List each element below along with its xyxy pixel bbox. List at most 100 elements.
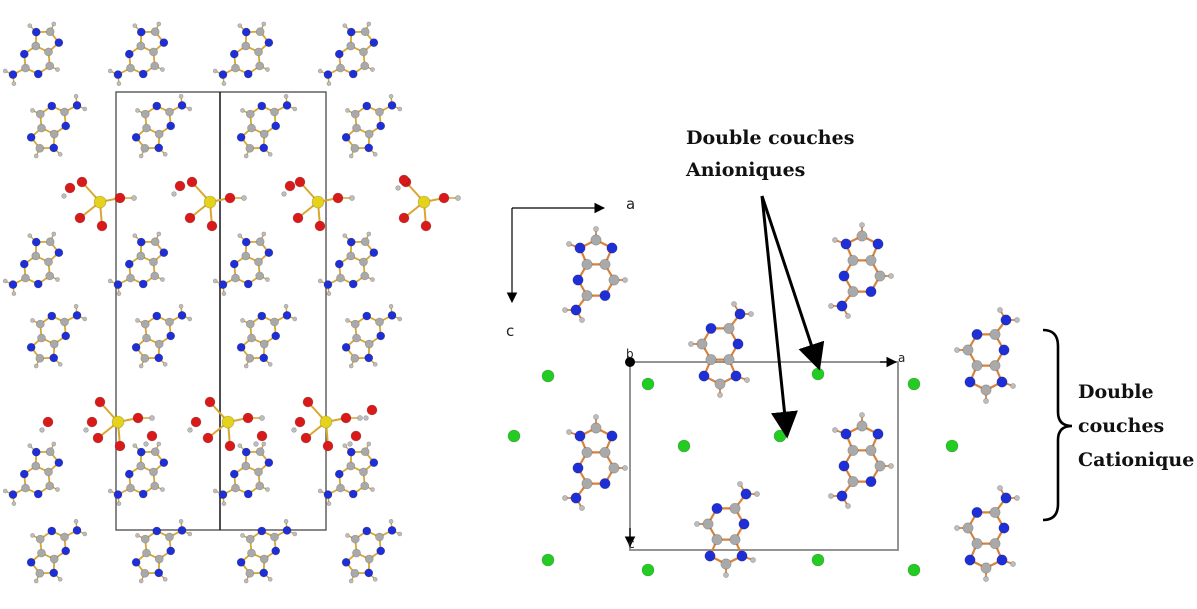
- carbon-atom: [980, 384, 992, 396]
- hydrogen-atom: [243, 153, 249, 159]
- carbon-atom: [45, 237, 55, 247]
- carbon-atom: [150, 61, 160, 71]
- cation-molecule: [26, 519, 88, 584]
- hydrogen-atom: [366, 231, 372, 237]
- hydrogen-atom: [138, 578, 144, 584]
- nitrogen-atom: [177, 311, 187, 320]
- oxygen-atom: [294, 416, 306, 428]
- chloride-ion: [507, 429, 521, 443]
- carbon-atom: [255, 61, 265, 71]
- nitrogen-atom: [570, 492, 582, 504]
- carbon-atom: [149, 467, 158, 477]
- hydrogen-atom: [372, 362, 378, 367]
- nitrogen-atom: [334, 259, 344, 269]
- hydrogen-atom: [259, 415, 265, 421]
- cell-a-label: a: [898, 351, 905, 365]
- hydrogen-atom: [30, 533, 35, 538]
- carbon-atom: [247, 123, 256, 133]
- oxygen-atom: [314, 220, 326, 232]
- hydrogen-atom: [11, 291, 17, 296]
- nitrogen-atom: [154, 143, 164, 153]
- oxygen-atom: [366, 404, 378, 416]
- hydrogen-atom: [370, 67, 375, 72]
- nitrogen-atom: [26, 132, 36, 142]
- oxygen-atom: [340, 412, 352, 424]
- nitrogen-atom: [334, 469, 344, 479]
- nitrogen-atom: [236, 342, 246, 352]
- hydrogen-atom: [688, 341, 694, 347]
- oxygen-atom: [202, 432, 214, 444]
- carbon-atom: [375, 532, 384, 542]
- carbon-atom: [608, 462, 620, 474]
- hydrogen-atom: [187, 316, 193, 322]
- hydrogen-atom: [11, 81, 17, 86]
- left-cation-layers: [2, 21, 403, 584]
- carbon-atom: [245, 568, 255, 578]
- nitrogen-atom: [166, 546, 176, 556]
- hydrogen-atom: [156, 21, 162, 27]
- carbon-atom: [874, 270, 886, 282]
- nitrogen-atom: [323, 490, 333, 499]
- nitrogen-atom: [323, 280, 333, 289]
- nitrogen-atom: [19, 259, 29, 269]
- cation-molecule: [2, 441, 64, 506]
- nitrogen-atom: [229, 259, 239, 269]
- axis-c-label: c: [506, 322, 514, 340]
- hydrogen-atom: [281, 191, 287, 197]
- carbon-atom: [255, 27, 265, 37]
- carbon-atom: [165, 317, 174, 327]
- carbon-atom: [241, 251, 251, 261]
- nitrogen-atom: [387, 311, 397, 320]
- nitrogen-atom: [711, 502, 723, 514]
- nitrogen-atom: [341, 342, 351, 352]
- carbon-atom: [980, 562, 992, 574]
- hydrogen-atom: [593, 226, 599, 232]
- nitrogen-atom: [72, 101, 82, 110]
- carbon-atom: [360, 481, 370, 491]
- hydrogen-atom: [51, 231, 57, 237]
- carbon-atom: [21, 63, 30, 73]
- oxygen-atom: [242, 412, 254, 424]
- oxygen-atom: [398, 212, 410, 224]
- carbon-atom: [581, 446, 593, 458]
- cation-molecule: [341, 519, 403, 584]
- hydrogen-atom: [317, 278, 323, 284]
- hydrogen-atom: [832, 427, 838, 433]
- carbon-atom: [126, 63, 135, 73]
- carbon-atom: [581, 478, 593, 490]
- oxygen-atom: [224, 440, 236, 452]
- nitrogen-atom: [113, 490, 123, 499]
- carbon-atom: [154, 339, 164, 349]
- hydrogen-atom: [116, 501, 122, 506]
- hydrogen-atom: [395, 185, 401, 191]
- carbon-atom: [856, 420, 868, 432]
- hydrogen-atom: [562, 307, 568, 313]
- hydrogen-atom: [845, 313, 851, 319]
- nitrogen-atom: [257, 526, 267, 536]
- nitrogen-atom: [572, 274, 584, 286]
- nitrogen-atom: [346, 237, 356, 247]
- hydrogen-atom: [261, 21, 267, 27]
- chloride-ion: [945, 439, 959, 453]
- cation-molecule: [341, 94, 403, 159]
- left-unit-cell: [115, 91, 327, 531]
- nitrogen-atom: [138, 489, 148, 499]
- nitrogen-atom: [738, 518, 750, 530]
- nitrogen-atom: [136, 447, 146, 457]
- hydrogen-atom: [326, 81, 332, 86]
- carbon-atom: [336, 483, 345, 493]
- hydrogen-atom: [73, 519, 79, 524]
- hydrogen-atom: [171, 191, 177, 197]
- nitrogen-atom: [376, 546, 386, 556]
- chloride-ion: [641, 377, 655, 391]
- oxygen-atom: [64, 182, 76, 194]
- hydrogen-atom: [83, 427, 89, 433]
- carbon-atom: [142, 548, 151, 558]
- hydrogen-atom: [566, 241, 572, 247]
- cation-molecule: [236, 519, 298, 584]
- hydrogen-atom: [754, 491, 760, 497]
- chloride-ion: [641, 563, 655, 577]
- hydrogen-atom: [143, 441, 149, 447]
- carbon-atom: [350, 319, 360, 329]
- nitrogen-atom: [362, 311, 372, 321]
